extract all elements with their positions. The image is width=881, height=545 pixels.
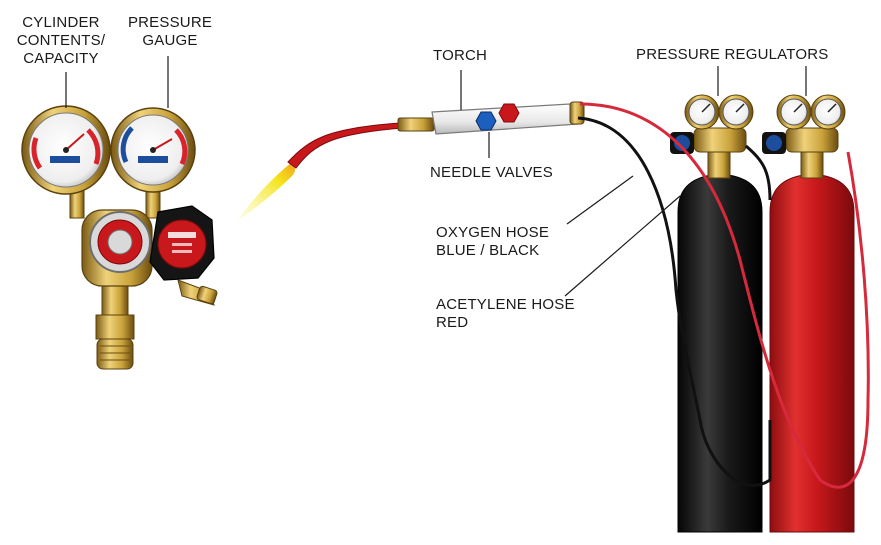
label-pressure-gauge-line1: PRESSURE	[127, 14, 213, 31]
oxygen-hose-to-regulator	[745, 144, 772, 201]
leader-oxygen-hose	[566, 175, 634, 225]
label-torch: TORCH	[433, 47, 487, 65]
label-cylinder-contents-line1: CYLINDER	[22, 14, 100, 31]
label-acetylene-hose: ACETYLENE HOSE RED	[436, 296, 575, 332]
label-pressure-regulators-text: PRESSURE REGULATORS	[636, 46, 829, 63]
acetylene-cylinder	[769, 147, 855, 533]
label-acetylene-hose-line1: ACETYLENE HOSE	[436, 296, 575, 313]
contents-gauge	[21, 105, 111, 195]
blue-needle-valve	[475, 111, 497, 131]
regulator-outlet-fitting	[177, 279, 218, 306]
label-pressure-regulators: PRESSURE REGULATORS	[636, 46, 828, 64]
label-pressure-gauge: PRESSURE GAUGE	[118, 14, 222, 50]
label-cylinder-contents-line2: CONTENTS/	[16, 32, 106, 49]
label-oxygen-hose-line1: OXYGEN HOSE	[436, 224, 550, 241]
acetylene-hose	[579, 102, 870, 489]
torch	[287, 101, 585, 169]
label-cylinder-contents-line3: CAPACITY	[23, 50, 99, 67]
regulator-adjusting-knob	[149, 205, 215, 281]
label-needle-valves: NEEDLE VALVES	[430, 164, 553, 182]
label-acetylene-hose-line2: RED	[436, 314, 469, 331]
oxygen-cylinder-regulator	[670, 94, 754, 154]
red-needle-valve	[498, 103, 520, 123]
label-pressure-gauge-line2: GAUGE	[142, 32, 198, 49]
acetylene-regulator-knob	[762, 132, 786, 154]
label-oxygen-hose-line2: BLUE / BLACK	[436, 242, 540, 259]
oxygen-hose	[577, 116, 772, 487]
regulator-body	[81, 209, 153, 287]
acetylene-cylinder-regulator	[762, 94, 846, 154]
label-needle-valves-text: NEEDLE VALVES	[430, 164, 553, 181]
label-cylinder-contents: CYLINDER CONTENTS/ CAPACITY	[2, 14, 120, 68]
pressure-gauge	[110, 107, 196, 193]
torch-flame	[236, 162, 295, 222]
regulator-assembly	[21, 105, 218, 370]
oxygen-regulator-knob	[670, 132, 694, 154]
label-torch-text: TORCH	[433, 47, 488, 64]
leader-acetylene-hose	[564, 195, 681, 297]
label-oxygen-hose: OXYGEN HOSE BLUE / BLACK	[436, 224, 549, 260]
